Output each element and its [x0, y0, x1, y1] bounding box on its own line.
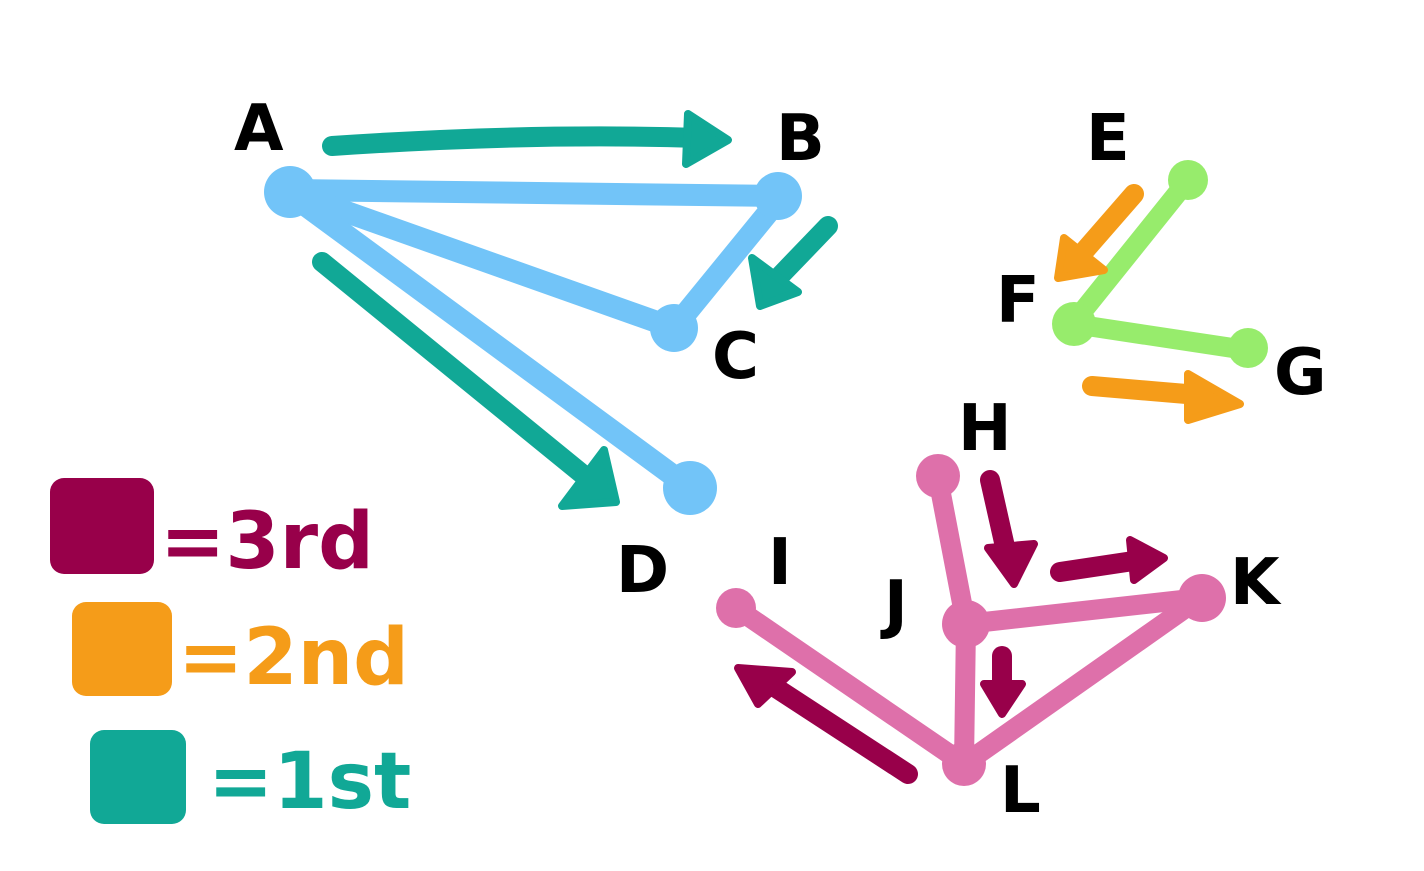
node-i-dot: [716, 588, 756, 628]
edge-f-g: [1064, 314, 1256, 360]
edge-a-c: [279, 181, 685, 339]
arrow-b-to-c: [748, 216, 838, 310]
arrow-j-to-k: [1050, 536, 1168, 584]
edge-a-d: [279, 183, 701, 499]
node-label-k: K: [1230, 546, 1282, 620]
node-label-g: G: [1274, 336, 1327, 410]
edge-i-l: [726, 598, 974, 774]
node-e-dot: [1168, 160, 1208, 200]
node-c-dot: [650, 304, 698, 352]
node-g-dot: [1228, 328, 1268, 368]
node-b-dot: [754, 172, 802, 220]
edge-b-c: [663, 187, 791, 339]
arrow-a-to-d: [312, 252, 620, 510]
node-k-dot: [1178, 574, 1226, 622]
node-label-i: I: [768, 526, 792, 600]
legend-label-3rd: =3rd: [160, 497, 374, 587]
node-labels: A B C D E F G H I J K L: [234, 92, 1327, 828]
node-l-dot: [942, 742, 986, 786]
traversal-arrows: [312, 110, 1244, 784]
edge-a-b: [279, 179, 791, 207]
legend-swatch-3rd: [50, 478, 154, 574]
arrow-j-to-l: [980, 646, 1026, 718]
node-label-e: E: [1086, 102, 1130, 176]
node-label-c: C: [712, 320, 759, 394]
edge-k-l: [954, 588, 1210, 774]
legend-label-1st: =1st: [208, 737, 411, 827]
node-label-j: J: [880, 568, 908, 642]
arrow-l-to-i: [734, 664, 918, 784]
arrow-h-to-j: [980, 470, 1038, 588]
node-label-b: B: [776, 102, 825, 176]
arrow-a-to-b: [322, 110, 732, 168]
node-label-h: H: [958, 392, 1012, 466]
legend: =3rd =2nd =1st: [50, 478, 411, 827]
legend-label-2nd: =2nd: [178, 613, 409, 703]
edge-j-k: [956, 588, 1210, 634]
node-label-d: D: [616, 534, 669, 608]
graph-efg: [1052, 160, 1268, 368]
graph-hijkl: [716, 454, 1226, 786]
node-j-dot: [942, 600, 990, 648]
node-label-l: L: [1000, 754, 1041, 828]
legend-swatch-1st: [90, 730, 186, 824]
node-label-a: A: [234, 92, 284, 166]
arrow-f-to-g: [1082, 370, 1244, 424]
arrow-e-to-f: [1054, 184, 1144, 282]
node-d-dot: [663, 461, 717, 515]
node-label-f: F: [996, 264, 1040, 338]
graph-abcd: [264, 166, 802, 515]
legend-swatch-2nd: [72, 602, 172, 696]
edge-e-f: [1064, 170, 1198, 332]
node-f-dot: [1052, 302, 1096, 346]
node-h-dot: [916, 454, 960, 498]
node-a-dot: [264, 166, 316, 218]
edge-h-j: [928, 468, 976, 634]
